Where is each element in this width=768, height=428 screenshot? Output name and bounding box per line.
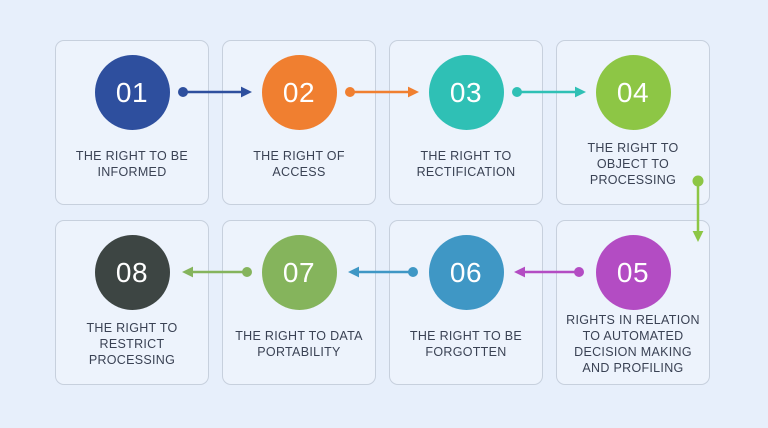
step-08-circle: 08 — [94, 235, 170, 310]
step-05-label: RIGHTS IN RELATION TO AUTOMATED DECISION… — [566, 313, 700, 375]
step-card-02: 02 THE RIGHT OF ACCESS — [222, 40, 376, 205]
step-06-number: 06 — [449, 256, 483, 288]
step-03-label: THE RIGHT TO RECTIFICATION — [416, 149, 516, 179]
step-04-circle: 04 — [595, 55, 671, 130]
step-card-03: 03 THE RIGHT TO RECTIFICATION — [389, 40, 543, 205]
step-04-number: 04 — [616, 76, 650, 108]
step-04-label-area: THE RIGHT TO OBJECT TO PROCESSING — [557, 130, 709, 204]
step-card-01: 01 THE RIGHT TO BE INFORMED — [55, 40, 209, 205]
step-07-label: THE RIGHT TO DATA PORTABILITY — [235, 329, 363, 359]
step-card-05: 05 RIGHTS IN RELATION TO AUTOMATED DECIS… — [556, 220, 710, 385]
step-06-label: THE RIGHT TO BE FORGOTTEN — [409, 329, 523, 359]
step-08-label-area: THE RIGHT TO RESTRICT PROCESSING — [56, 310, 208, 384]
step-01-circle: 01 — [94, 55, 170, 130]
step-05-number: 05 — [616, 256, 650, 288]
step-02-number: 02 — [282, 76, 316, 108]
step-card-04: 04 THE RIGHT TO OBJECT TO PROCESSING — [556, 40, 710, 205]
step-card-08: 08 THE RIGHT TO RESTRICT PROCESSING — [55, 220, 209, 385]
step-03-number: 03 — [449, 76, 483, 108]
step-01-number: 01 — [115, 76, 149, 108]
step-03-label-area: THE RIGHT TO RECTIFICATION — [390, 130, 542, 204]
step-04-label: THE RIGHT TO OBJECT TO PROCESSING — [587, 141, 679, 187]
step-01-label-area: THE RIGHT TO BE INFORMED — [56, 130, 208, 204]
step-03-circle: 03 — [428, 55, 504, 130]
step-02-circle: 02 — [261, 55, 337, 130]
step-02-label-area: THE RIGHT OF ACCESS — [223, 130, 375, 204]
step-07-label-area: THE RIGHT TO DATA PORTABILITY — [223, 310, 375, 384]
step-08-number: 08 — [115, 256, 149, 288]
step-card-06: 06 THE RIGHT TO BE FORGOTTEN — [389, 220, 543, 385]
step-02-label: THE RIGHT OF ACCESS — [253, 149, 345, 179]
step-07-number: 07 — [282, 256, 316, 288]
step-05-circle: 05 — [595, 235, 671, 310]
step-05-label-area: RIGHTS IN RELATION TO AUTOMATED DECISION… — [557, 310, 709, 384]
step-card-07: 07 THE RIGHT TO DATA PORTABILITY — [222, 220, 376, 385]
step-06-circle: 06 — [428, 235, 504, 310]
step-06-label-area: THE RIGHT TO BE FORGOTTEN — [390, 310, 542, 384]
step-07-circle: 07 — [261, 235, 337, 310]
step-08-label: THE RIGHT TO RESTRICT PROCESSING — [86, 321, 178, 367]
step-01-label: THE RIGHT TO BE INFORMED — [75, 149, 189, 179]
